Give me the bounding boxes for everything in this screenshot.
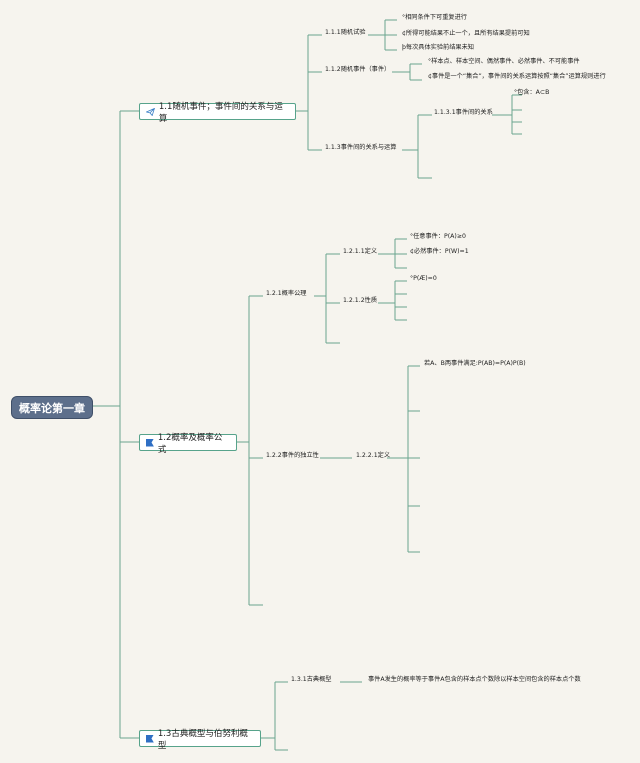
node-1-1-3-1[interactable]: 1.1.3.1事件间的关系 [434, 109, 493, 116]
leaf-1-3-1-a: 事件A发生的概率等于事件A包含的样本点个数除以样本空间包含的样本点个数 [368, 676, 581, 683]
root-label: 概率论第一章 [19, 401, 85, 415]
node-1-2-1-2[interactable]: 1.2.1.2性质 [343, 297, 378, 304]
leaf-1-2-2-1-a: 若A、B两事件满足:P(AB)=P(A)P(B) [424, 360, 526, 367]
flag-icon [146, 438, 154, 447]
leaf-1-1-2-b: ¢事件是一个“集合”，事件间的关系运算按照“集合”运算规则进行 [428, 73, 606, 80]
node-1-1-3[interactable]: 1.1.3事件间的关系与运算 [325, 144, 397, 151]
branch-1-1-label: 1.1随机事件；事件间的关系与运算 [158, 101, 283, 124]
branch-1-3-label: 1.3古典概型与伯努利概型 [157, 728, 248, 751]
leaf-1-1-1-c: þ每次具体实验前结果未知 [402, 44, 474, 51]
leaf-1-1-2-a: °样本点、样本空间、偶然事件、必然事件、不可能事件 [428, 58, 580, 65]
leaf-1-1-1-b: ¢所得可能结果不止一个，且所有结果提前可知 [402, 30, 530, 37]
leaf-1-1-3-1-a: °包含：A⊂B [514, 89, 550, 96]
branch-1-2[interactable]: 1.2概率及概率公式 [139, 433, 237, 455]
leaf-1-2-1-2-a: °P(Æ)=0 [410, 275, 437, 282]
branch-1-3[interactable]: 1.3古典概型与伯努利概型 [139, 729, 261, 751]
leaf-1-1-1-a: °相同条件下可重复进行 [402, 14, 467, 21]
node-1-3-1[interactable]: 1.3.1古典概型 [291, 676, 332, 683]
paper-plane-icon [146, 107, 155, 116]
node-1-2-1[interactable]: 1.2.1概率公理 [266, 290, 307, 297]
leaf-1-2-1-1-b: ¢必然事件：P(W)=1 [410, 248, 469, 255]
flag-icon [146, 734, 154, 743]
node-1-2-1-1[interactable]: 1.2.1.1定义 [343, 248, 378, 255]
branch-1-1[interactable]: 1.1随机事件；事件间的关系与运算 [139, 102, 296, 124]
node-1-2-2-1[interactable]: 1.2.2.1定义 [356, 452, 391, 459]
node-1-1-2[interactable]: 1.1.2随机事件（事件） [325, 66, 391, 73]
root-node[interactable]: 概率论第一章 [11, 396, 93, 419]
leaf-1-2-1-1-a: °任意事件：P(A)≥0 [410, 233, 466, 240]
branch-1-2-label: 1.2概率及概率公式 [157, 432, 223, 455]
node-1-1-1[interactable]: 1.1.1随机试验 [325, 29, 366, 36]
node-1-2-2[interactable]: 1.2.2事件的独立性 [266, 452, 319, 459]
